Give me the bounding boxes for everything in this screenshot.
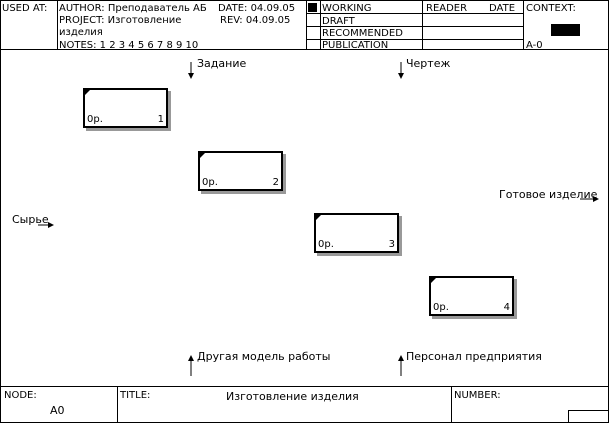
context-thumbnail-icon xyxy=(551,24,580,36)
number-label: NUMBER: xyxy=(454,390,501,401)
reader-date-label: DATE xyxy=(489,3,516,14)
activity-number: 1 xyxy=(157,114,164,125)
title-value: Изготовление изделия xyxy=(226,390,359,403)
title-label: TITLE: xyxy=(120,390,151,401)
status-working-mark-icon xyxy=(308,3,317,12)
status-row-line xyxy=(306,39,523,40)
status-row-line xyxy=(306,26,523,27)
status-publication: PUBLICATION xyxy=(322,40,389,51)
rev-field: REV: 04.09.05 xyxy=(220,15,291,26)
activity-box-4[interactable]: 0р. 4 xyxy=(429,276,514,316)
mechanism-label-model: Другая модель работы xyxy=(197,350,331,363)
reader-label: READER xyxy=(426,3,468,14)
header-bottom-line xyxy=(0,49,609,50)
footer-divider xyxy=(117,386,118,423)
activity-number: 3 xyxy=(388,239,395,250)
activity-cost: 0р. xyxy=(87,114,103,125)
context-node: A-0 xyxy=(526,40,543,51)
status-recommended: RECOMMENDED xyxy=(322,28,403,39)
status-draft: DRAFT xyxy=(322,16,355,27)
header-divider xyxy=(320,0,321,49)
node-value: A0 xyxy=(50,404,65,417)
activity-cost: 0р. xyxy=(318,239,334,250)
activity-number: 4 xyxy=(503,302,510,313)
activity-box-3[interactable]: 0р. 3 xyxy=(314,213,399,253)
notes-field: NOTES: 1 2 3 4 5 6 7 8 9 10 xyxy=(59,40,199,51)
activity-box-1[interactable]: 0р. 1 xyxy=(83,88,168,128)
activity-cost: 0р. xyxy=(433,302,449,313)
status-working: WORKING xyxy=(322,3,372,14)
date-field: DATE: 04.09.05 xyxy=(218,3,296,14)
footer-top-line xyxy=(0,386,609,387)
header-divider xyxy=(57,0,58,49)
author-field: AUTHOR: Преподаватель АБ xyxy=(59,3,207,14)
context-label: CONTEXT: xyxy=(526,3,576,14)
output-label-gotovoe: Готовое изделие xyxy=(499,188,598,201)
footer-divider xyxy=(451,386,452,423)
control-label-chertezh: Чертеж xyxy=(406,57,451,70)
status-row-line xyxy=(306,13,523,14)
input-label-syrie: Сырье xyxy=(12,213,49,226)
activity-number: 2 xyxy=(272,177,279,188)
activity-box-2[interactable]: 0р. 2 xyxy=(198,151,283,191)
header-divider xyxy=(306,0,307,49)
activity-cost: 0р. xyxy=(202,177,218,188)
header-divider xyxy=(422,0,423,49)
used-at-label: USED AT: xyxy=(2,3,48,14)
project-field: PROJECT: Изготовление xyxy=(59,15,182,26)
control-label-zadanie: Задание xyxy=(197,57,247,70)
project-field-continued: изделия xyxy=(59,27,103,38)
footer-corner-cell xyxy=(568,410,609,423)
node-label: NODE: xyxy=(4,390,37,401)
header-divider xyxy=(523,0,524,49)
mechanism-label-personal: Персонал предприятия xyxy=(406,350,542,363)
